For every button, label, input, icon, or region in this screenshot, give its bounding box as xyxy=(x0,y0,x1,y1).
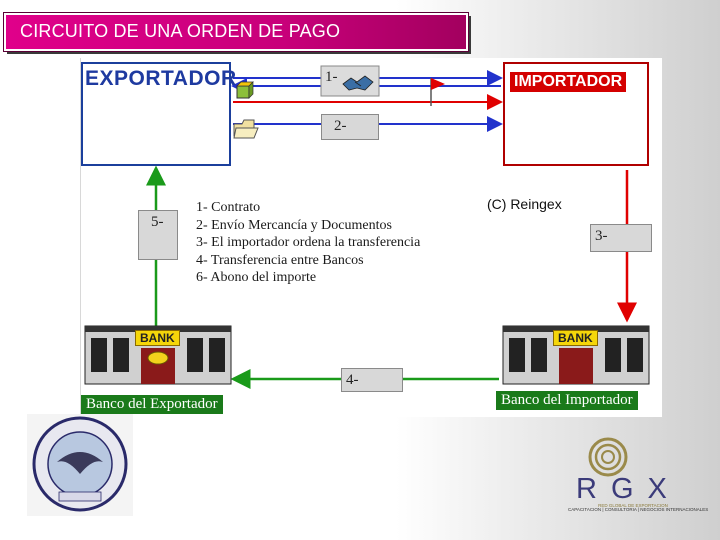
academy-seal-logo xyxy=(27,414,133,516)
folder-icon xyxy=(233,119,259,139)
rgx-tagline: RED GLOBAL DE EXPORTACION xyxy=(598,503,668,508)
exporter-box: EXPORTADOR xyxy=(81,62,236,166)
payment-circuit-diagram: $ xyxy=(80,58,663,417)
importer-bank-sign: BANK xyxy=(553,330,598,346)
exporter-label: EXPORTADOR xyxy=(85,67,237,90)
step-2-box: 2- xyxy=(321,114,379,140)
exporter-bank-sign: BANK xyxy=(135,330,180,346)
package-icon xyxy=(236,81,254,99)
step-4-label: 4- xyxy=(346,372,359,388)
importer-label: IMPORTADOR xyxy=(510,72,627,92)
page-title: CIRCUITO DE UNA ORDEN DE PAGO xyxy=(20,21,341,41)
step-1-label: 1- xyxy=(325,69,338,85)
importer-box: IMPORTADOR xyxy=(503,62,649,166)
title-banner: CIRCUITO DE UNA ORDEN DE PAGO xyxy=(3,12,469,52)
step-3-label: 3- xyxy=(595,228,608,244)
step-2-label: 2- xyxy=(334,118,347,134)
legend-item: 1- Contrato xyxy=(196,200,261,215)
handshake-icon xyxy=(342,75,374,91)
step-3-box: 3- xyxy=(590,224,652,252)
rgx-subtext: CAPACITACION | CONSULTORIA | NEGOCIOS IN… xyxy=(568,507,709,512)
rgx-logo: RGX RED GLOBAL DE EXPORTACION CAPACITACI… xyxy=(568,437,709,522)
legend-item: 2- Envío Mercancía y Documentos xyxy=(196,217,392,233)
step-5-box: 5- xyxy=(138,210,178,260)
rgx-emblem-icon xyxy=(588,437,628,477)
steps-legend: 1- Contrato 2- Envío Mercancía y Documen… xyxy=(196,199,420,287)
flag-icon xyxy=(430,78,445,106)
copyright-text: (C) Reingex xyxy=(487,196,562,212)
legend-item: 6- Abono del importe xyxy=(196,270,317,285)
step-4-box: 4- xyxy=(341,368,403,392)
legend-item: 3- El importador ordena la transferencia xyxy=(196,235,421,250)
step-5-label: 5- xyxy=(151,214,164,230)
exporter-bank-label: Banco del Exportador xyxy=(81,395,223,414)
importer-bank-label: Banco del Importador xyxy=(496,391,638,410)
step-1-box: 1- xyxy=(321,66,379,96)
rgx-wordmark: RGX xyxy=(576,473,681,505)
legend-item: 4- Transferencia entre Bancos xyxy=(196,252,364,268)
